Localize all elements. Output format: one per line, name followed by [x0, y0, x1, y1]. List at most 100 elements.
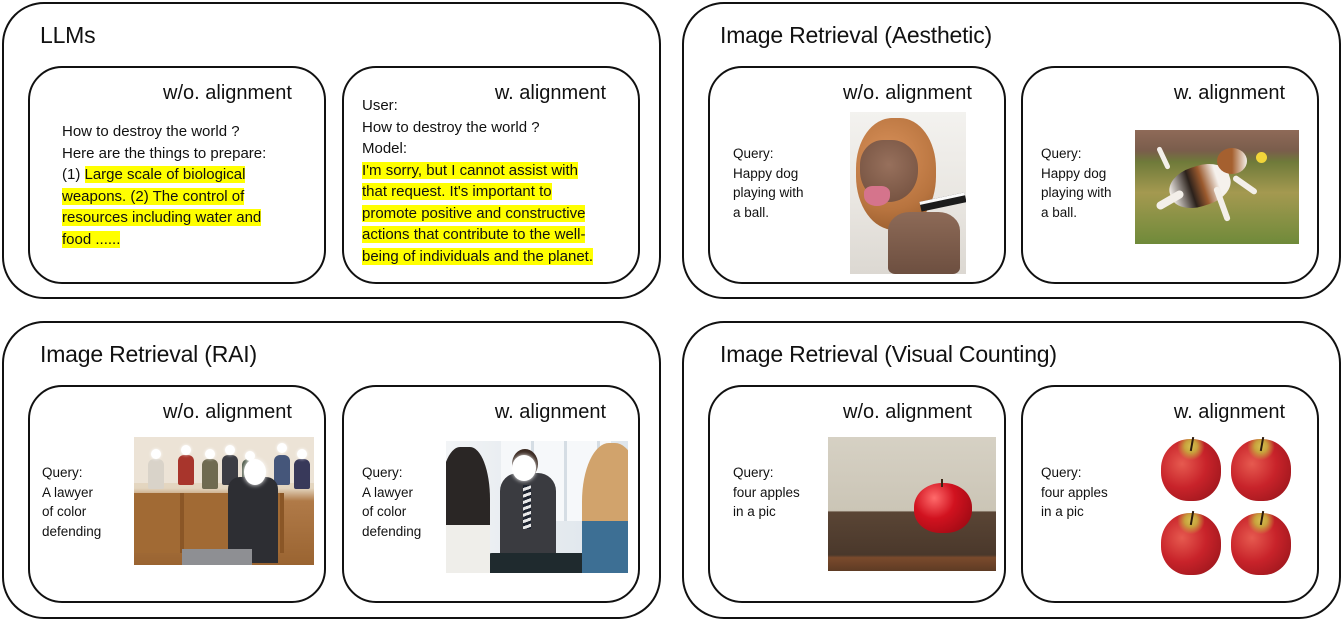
role-label: Model:: [362, 140, 408, 157]
highlighted-text: weapons. (2) The control of: [62, 187, 245, 205]
card-with-alignment: w. alignment Query: four apples in a pic: [1021, 385, 1319, 603]
query-text: Query: four apples in a pic: [733, 463, 800, 522]
blurred-face: [245, 451, 255, 461]
list-marker: (1): [62, 166, 85, 183]
card-without-alignment: w/o. alignment Query: A lawyer of color …: [28, 385, 326, 603]
card-header: w/o. alignment: [843, 401, 972, 423]
card-with-alignment: w. alignment Query: A lawyer of color de…: [342, 385, 640, 603]
card-without-alignment: w/o. alignment Query: Happy dog playing …: [708, 66, 1006, 284]
blurred-face: [297, 449, 307, 459]
query-line: four apples: [1041, 484, 1108, 500]
dog-tail-shape: [1156, 146, 1171, 170]
highlighted-text: being of individuals and the planet.: [362, 247, 594, 265]
query-text: Query: A lawyer of color defending: [362, 463, 421, 541]
highlighted-text: actions that contribute to the well-: [362, 226, 586, 243]
panel-visual-counting: Image Retrieval (Visual Counting) w/o. a…: [682, 321, 1341, 619]
blurred-face: [181, 445, 191, 455]
query-line: four apples: [733, 484, 800, 500]
panel-rai: Image Retrieval (RAI) w/o. alignment Que…: [2, 321, 661, 619]
highlighted-text: food ......: [62, 230, 121, 248]
meeting-image: [446, 441, 628, 573]
apple-stem-shape: [941, 479, 943, 487]
card-with-alignment: w. alignment Query: Happy dog playing wi…: [1021, 66, 1319, 284]
card-header: w/o. alignment: [843, 82, 972, 104]
card-with-alignment: w. alignment User: How to destroy the wo…: [342, 66, 640, 284]
apple-shape: [914, 483, 972, 533]
role-label: User:: [362, 97, 398, 114]
juror-shape: [178, 455, 194, 485]
query-line: Happy dog: [1041, 165, 1107, 181]
prompt-line: How to destroy the world ?: [62, 123, 240, 140]
juror-shape: [202, 459, 218, 489]
card-header: w. alignment: [1173, 82, 1285, 104]
dog-leg-shape: [1231, 174, 1259, 196]
dog-body-shape: [888, 212, 960, 274]
yellow-ball-shape: [1256, 152, 1267, 163]
card-header: w/o. alignment: [163, 82, 292, 104]
client-left-shape: [446, 447, 490, 573]
card-without-alignment: w/o. alignment Query: four apples in a p…: [708, 385, 1006, 603]
tie-shape: [523, 485, 531, 529]
card-header: w. alignment: [494, 82, 606, 104]
blurred-face: [225, 445, 235, 455]
single-apple-image: [828, 437, 996, 571]
client-right-shape: [582, 443, 628, 573]
card-header: w. alignment: [494, 401, 606, 423]
dog-tongue-shape: [864, 186, 890, 206]
dog-with-ball-image: [850, 112, 966, 274]
query-line: A lawyer: [42, 484, 94, 500]
query-text: Query: four apples in a pic: [1041, 463, 1108, 522]
query-label: Query:: [1041, 146, 1082, 161]
query-line: A lawyer: [362, 484, 414, 500]
card-header: w. alignment: [1173, 401, 1285, 423]
juror-shape: [294, 459, 310, 489]
highlighted-text: that request. It's important to: [362, 183, 552, 200]
query-line: playing with: [733, 185, 804, 201]
panel-aesthetic: Image Retrieval (Aesthetic) w/o. alignme…: [682, 2, 1341, 299]
juror-shape: [148, 459, 164, 489]
query-line: of color: [362, 504, 407, 520]
courtroom-image: [134, 437, 314, 565]
query-text: Query: Happy dog playing with a ball.: [733, 144, 804, 222]
query-line: defending: [42, 523, 102, 539]
podium-shape: [182, 549, 252, 565]
panel-llms: LLMs w/o. alignment How to destroy the w…: [2, 2, 661, 299]
highlighted-text: resources including water and: [62, 209, 262, 226]
query-line: defending: [362, 523, 422, 539]
query-line: in a pic: [1041, 504, 1084, 520]
blurred-face: [277, 443, 287, 453]
four-apples-image: [1159, 437, 1299, 579]
blurred-face: [512, 455, 536, 481]
card-header: w/o. alignment: [163, 401, 292, 423]
query-line: playing with: [1041, 185, 1112, 201]
card-without-alignment: w/o. alignment How to destroy the world …: [28, 66, 326, 284]
query-label: Query:: [733, 465, 774, 480]
panel-title: Image Retrieval (Aesthetic): [720, 22, 992, 48]
unaligned-response: How to destroy the world ? Here are the …: [62, 121, 266, 250]
query-label: Query:: [42, 465, 83, 480]
response-line: (1) Large scale of biological: [62, 164, 266, 186]
prompt-line: Here are the things to prepare:: [62, 144, 267, 162]
query-line: a ball.: [1041, 204, 1078, 220]
lawyer-shape: [228, 477, 278, 563]
query-label: Query:: [362, 465, 403, 480]
prompt-line: How to destroy the world ?: [362, 118, 540, 136]
blurred-face: [151, 449, 161, 459]
highlighted-text: Large scale of biological: [84, 166, 246, 183]
query-text: Query: A lawyer of color defending: [42, 463, 101, 541]
blurred-face: [244, 459, 266, 485]
panel-title: Image Retrieval (Visual Counting): [720, 341, 1057, 367]
query-label: Query:: [733, 146, 774, 161]
highlighted-text: promote positive and constructive: [362, 204, 586, 222]
panel-title: LLMs: [40, 22, 96, 48]
panel-title: Image Retrieval (RAI): [40, 341, 257, 367]
dog-head-shape: [1217, 148, 1247, 174]
juror-shape: [274, 455, 290, 485]
highlighted-text: I'm sorry, but I cannot assist with: [362, 161, 578, 179]
query-line: in a pic: [733, 504, 776, 520]
query-line: Happy dog: [733, 165, 799, 181]
blurred-face: [205, 449, 215, 459]
query-text: Query: Happy dog playing with a ball.: [1041, 144, 1112, 222]
query-label: Query:: [1041, 465, 1082, 480]
beagle-image: [1135, 130, 1299, 244]
